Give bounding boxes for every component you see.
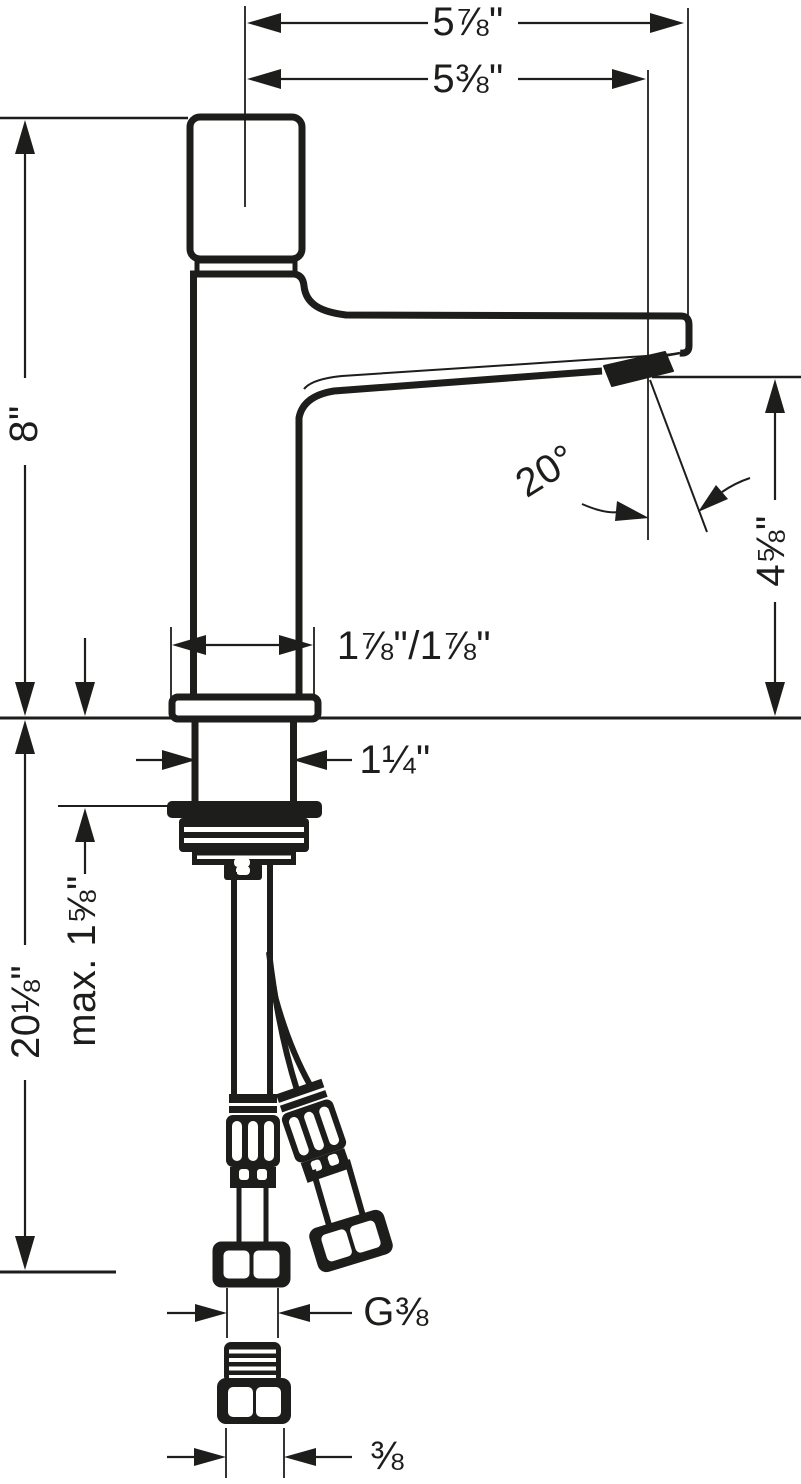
dimension-label-spout-reach: 5⅜" [432,57,504,101]
dimension-label-spout-height: 4⅝" [749,515,793,587]
dimension-label-overall-width: 5⅞" [432,0,504,44]
dimension-label-shank-diameter: 1¼" [359,738,431,782]
aerator [603,351,674,387]
dimension-lines [0,6,801,1478]
dimension-label-max-thickness: max. 1⅝" [60,875,104,1047]
dimension-label-adapter-size: ⅜ [370,1434,404,1478]
dimension-label-height: 8" [2,405,46,443]
dimension-label-base-footprint: 1⅞"/1⅞" [336,624,492,668]
faucet-body-spout [190,270,693,698]
mounting-hardware [167,801,322,880]
dimension-arrowheads [15,13,785,1466]
supply-hose-right [266,951,396,1275]
supply-hose-left [212,864,291,1288]
dimension-label-hose-thread: G⅜ [363,1290,429,1334]
bottom-adapter [217,1342,291,1424]
dimension-label-hose-length: 20⅛" [4,964,48,1060]
threaded-shank [191,719,297,801]
faucet-handle [186,113,306,276]
base-flange [168,693,322,723]
